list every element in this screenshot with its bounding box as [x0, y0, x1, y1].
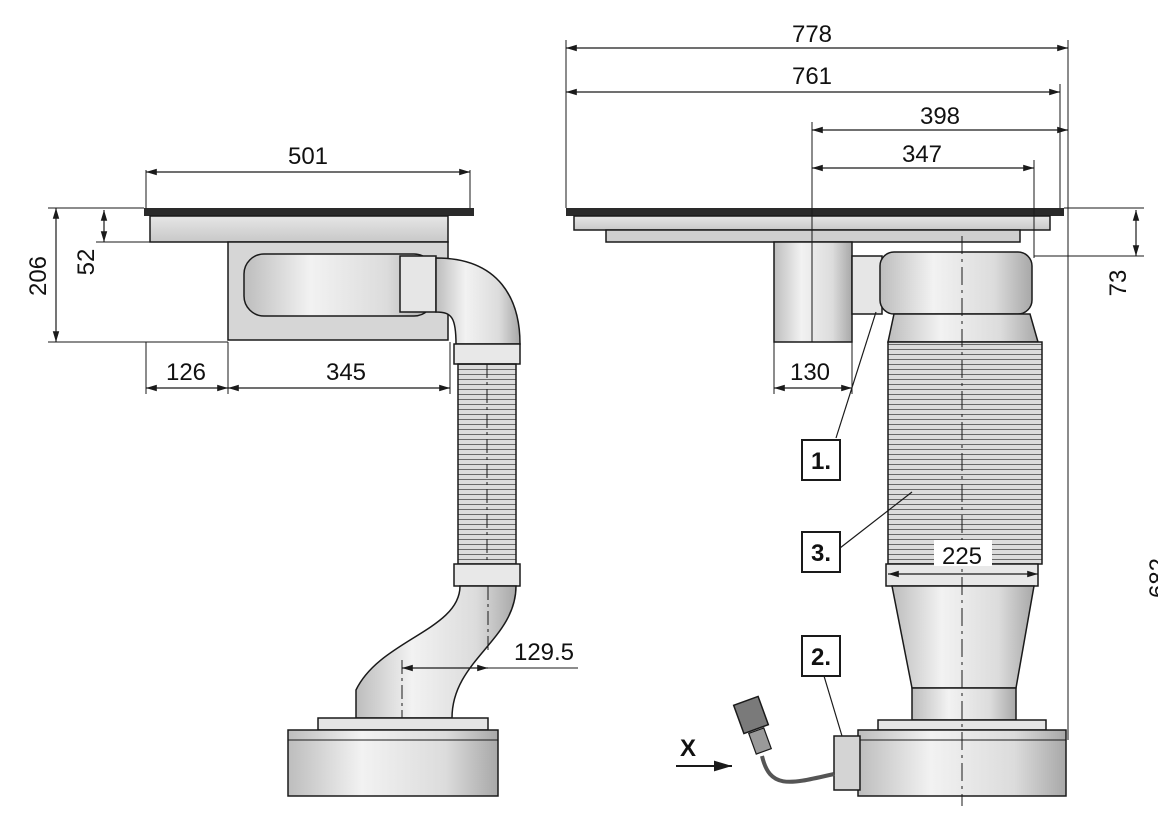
left-base-top: [317, 717, 489, 731]
callout-3-label: 3.: [811, 540, 831, 567]
dim-126-345: 126 345: [145, 342, 451, 394]
right-side-box: [773, 241, 853, 343]
dim-73: 73: [1034, 207, 1144, 297]
dim-129-5: 129.5: [402, 639, 578, 672]
dim-52: 52: [73, 210, 228, 275]
left-hose-bottom-collar: [453, 563, 521, 587]
dim-52-label: 52: [73, 249, 100, 276]
power-plug: [732, 695, 770, 735]
right-flex-hose: [887, 341, 1043, 565]
dim-206: 206: [25, 207, 228, 343]
dim-130-label: 130: [790, 359, 830, 386]
dim-345-label: 345: [326, 359, 366, 386]
dim-126-label: 126: [166, 359, 206, 386]
left-fan-collar: [399, 255, 437, 313]
view-x-indicator: X: [676, 735, 732, 772]
right-connector: [851, 255, 883, 315]
dim-129-5-label: 129.5: [514, 639, 574, 666]
dim-501-label: 501: [288, 143, 328, 170]
dim-778: 778: [565, 21, 1069, 740]
left-offset-duct: [355, 585, 517, 719]
power-cable: [760, 755, 835, 784]
right-control-box: [833, 735, 861, 791]
dim-130: 130: [773, 342, 853, 394]
right-fan-body: [879, 251, 1033, 315]
left-hose-top-collar: [453, 343, 521, 365]
right-reducer: [891, 585, 1035, 689]
left-base-box: [287, 729, 499, 797]
dim-682-label: 682: [1145, 558, 1158, 598]
dim-225: 225: [888, 540, 1038, 578]
dim-778-label: 778: [792, 21, 832, 48]
dim-501: 501: [145, 143, 471, 208]
view-x-label: X: [680, 735, 696, 762]
dim-347-label: 347: [902, 141, 942, 168]
callout-1-label: 1.: [811, 448, 831, 475]
callout-1: 1.: [801, 311, 877, 481]
dim-206-label: 206: [25, 256, 52, 296]
right-hob-underside: [605, 229, 1021, 243]
callout-2-label: 2.: [811, 644, 831, 671]
dim-761-label: 761: [792, 63, 832, 90]
right-fan-neck: [887, 313, 1039, 343]
left-hob-plate: [144, 208, 474, 216]
dim-347: 347: [812, 141, 1035, 258]
dim-398-label: 398: [920, 103, 960, 130]
dim-398: 398: [812, 103, 1068, 134]
left-hob-frame: [149, 215, 449, 243]
dim-761: 761: [566, 63, 1061, 208]
left-elbow: [435, 257, 521, 345]
dim-73-label: 73: [1105, 270, 1132, 297]
callout-3: 3.: [801, 491, 913, 573]
left-view: 501 206 52 126 345 129.5: [25, 143, 578, 797]
dim-225-label: 225: [942, 543, 982, 570]
right-view: 778 761 398 347 73: [565, 21, 1158, 806]
callout-2: 2.: [801, 635, 843, 737]
right-lower-duct: [911, 687, 1017, 721]
right-hob-plate: [566, 208, 1064, 216]
